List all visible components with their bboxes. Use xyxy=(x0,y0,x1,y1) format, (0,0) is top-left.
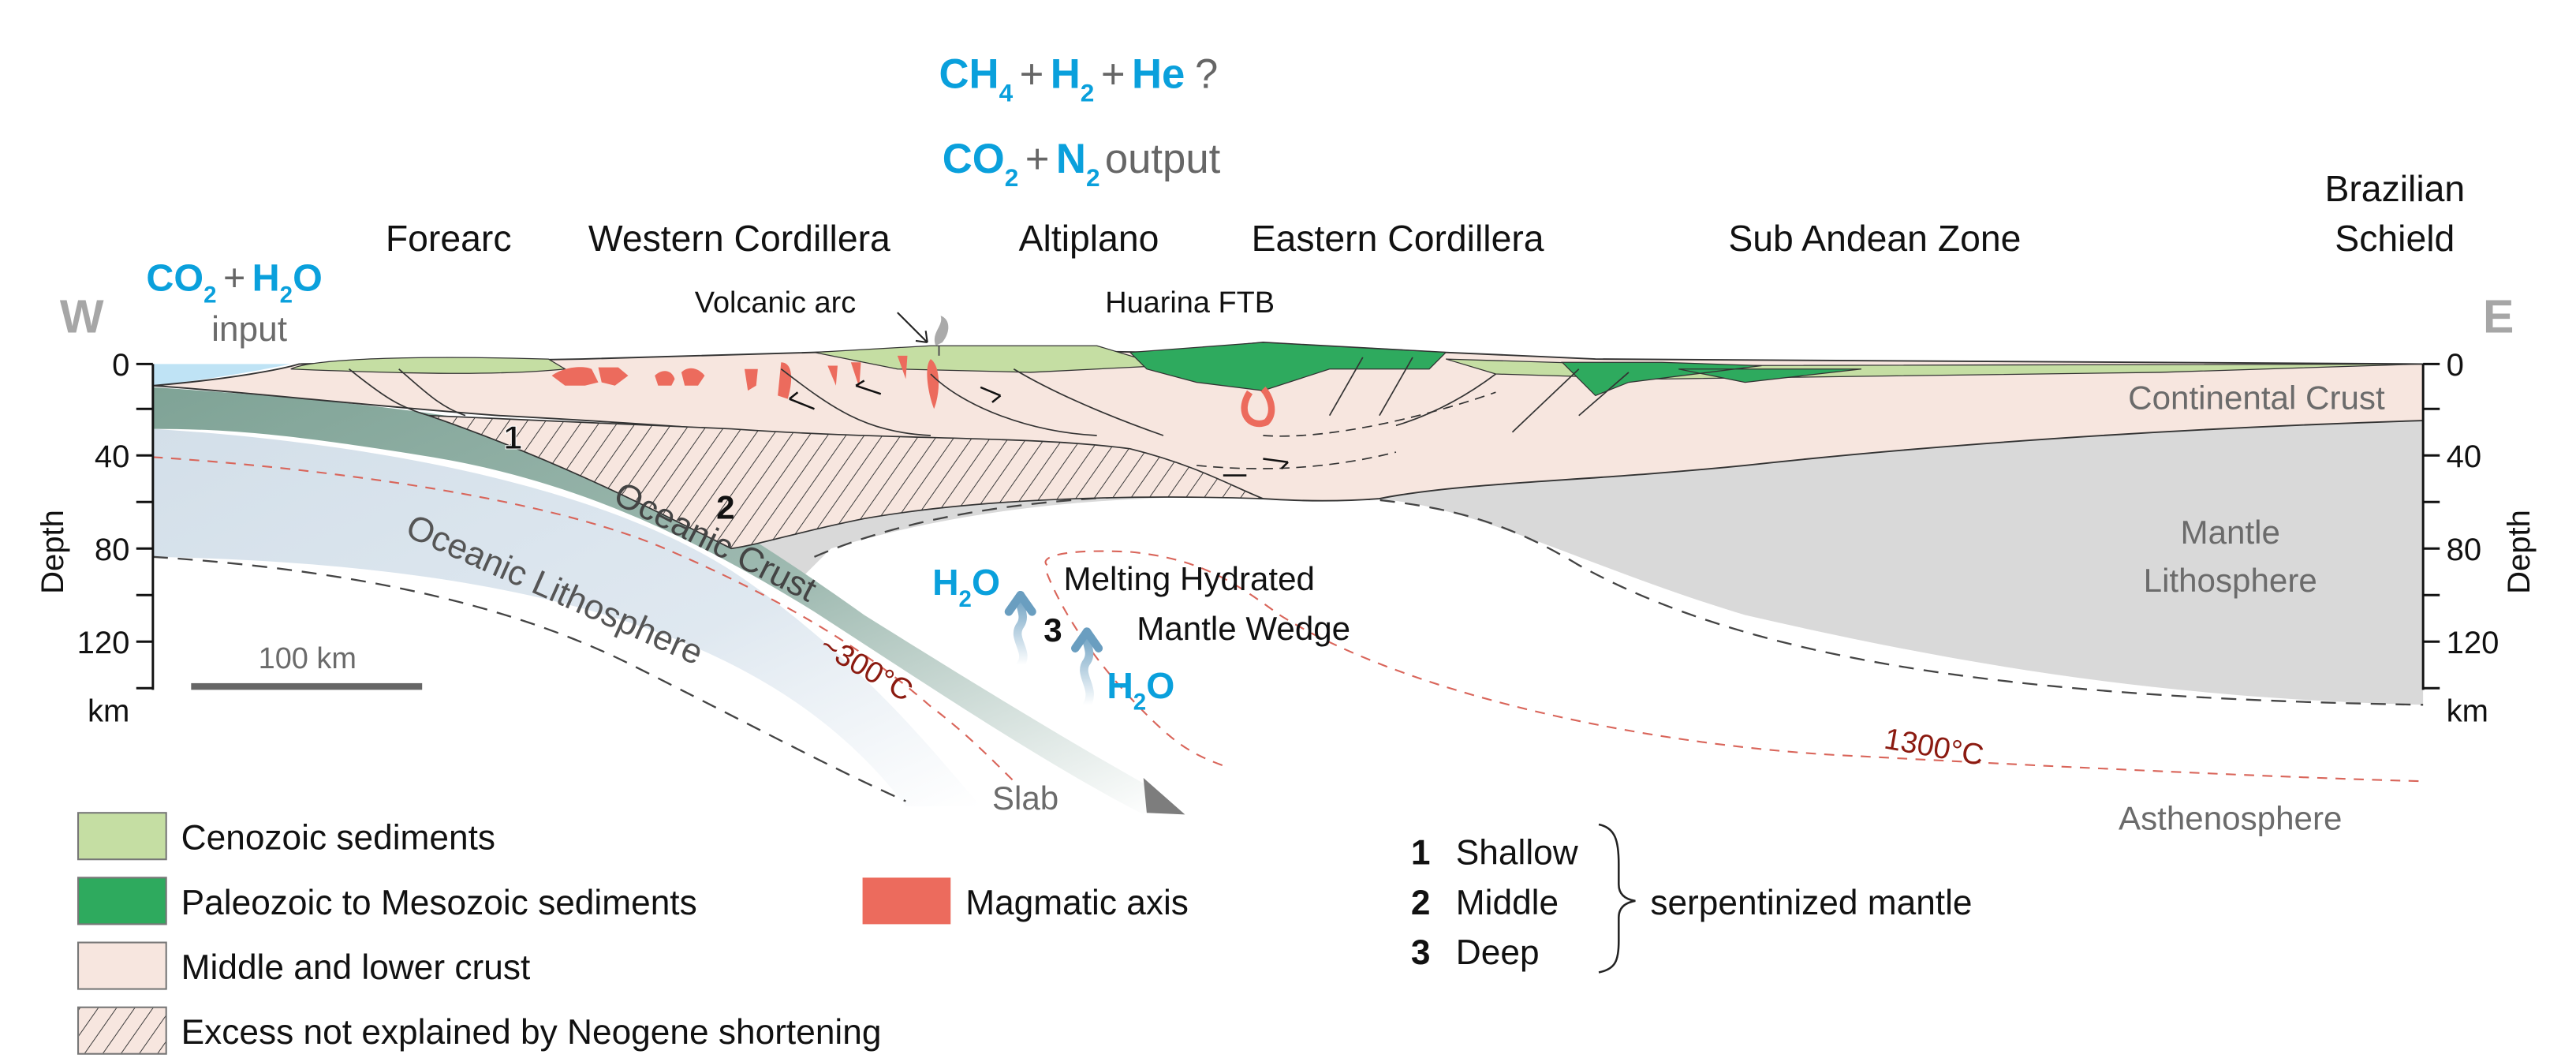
scale-bar xyxy=(191,682,423,690)
east-label: E xyxy=(2483,290,2514,342)
gas-output-unknown: CH4+H2+He? xyxy=(939,51,1219,107)
continental-crust xyxy=(152,342,2425,502)
oceanic-lithosphere-base-dashed xyxy=(152,555,906,802)
legend-swatch-magmatic xyxy=(862,877,951,925)
scale-bar-label: 100 km xyxy=(259,642,357,675)
region-sub-andean: Sub Andean Zone xyxy=(1728,218,2021,259)
serp-label-3: Deep xyxy=(1456,933,1540,972)
label-volcanic-arc: Volcanic arc xyxy=(695,286,856,320)
slab-arrow-head xyxy=(1143,777,1185,815)
left-tick-80: 80 xyxy=(95,533,130,567)
region-altiplano: Altiplano xyxy=(1019,218,1159,259)
oceanic-crust-slab xyxy=(152,387,1163,815)
label-h2o-b: H2O xyxy=(1107,665,1174,716)
legend-label-crust: Middle and lower crust xyxy=(181,948,531,987)
right-tick-120: 120 xyxy=(2447,626,2499,660)
right-tick-40: 40 xyxy=(2447,439,2482,474)
label-slab: Slab xyxy=(992,779,1058,817)
faults xyxy=(348,357,1630,469)
right-axis-label: Depth xyxy=(2502,510,2537,594)
isotherm-1300 xyxy=(1044,550,2424,783)
right-tick-0: 0 xyxy=(2447,348,2464,383)
label-melting-1: Melting Hydrated xyxy=(1064,560,1315,597)
right-depth-axis xyxy=(2421,362,2440,690)
serp-label-2: Middle xyxy=(1456,884,1559,922)
legend-label-paleozoic: Paleozoic to Mesozoic sediments xyxy=(181,884,697,922)
volcano-plume xyxy=(934,316,949,356)
region-brazilian-1: Brazilian xyxy=(2324,168,2465,209)
label-melting-2: Mantle Wedge xyxy=(1137,610,1350,647)
label-mantle-lith-2: Lithosphere xyxy=(2144,562,2317,599)
marker-2: 2 xyxy=(716,488,734,525)
label-mantle-lith-1: Mantle xyxy=(2181,514,2280,551)
left-axis-unit: km xyxy=(88,693,129,728)
volcanic-arc-pointer xyxy=(897,312,928,344)
legend-label-excess: Excess not explained by Neogene shorteni… xyxy=(181,1013,882,1052)
legend: Cenozoic sediments Paleozoic to Mesozoic… xyxy=(77,812,1189,1055)
isotherm-300 xyxy=(152,456,1015,782)
label-huarina-ftb: Huarina FTB xyxy=(1105,286,1275,320)
gas-input-sub: input xyxy=(211,310,287,349)
paleozoic-mesozoic-sediments xyxy=(1129,342,1862,397)
curly-brace xyxy=(1598,823,1636,974)
label-continental-crust: Continental Crust xyxy=(2128,379,2385,416)
h2o-rising-arrows xyxy=(1013,590,1094,709)
magmatic-hook xyxy=(1241,387,1275,428)
legend-swatch-crust xyxy=(77,941,167,990)
region-western-cordillera: Western Cordillera xyxy=(588,218,890,259)
serpentinized-legend: 1 Shallow 2 Middle 3 Deep serpentinized … xyxy=(1411,823,1973,974)
right-axis-unit: km xyxy=(2447,693,2488,728)
left-axis-label: Depth xyxy=(35,510,70,594)
serp-num-1: 1 xyxy=(1411,834,1431,873)
mantle-lithosphere xyxy=(498,382,2424,705)
legend-swatch-paleozoic xyxy=(77,877,167,925)
kinematic-arrows xyxy=(789,379,1289,477)
serp-label-1: Shallow xyxy=(1456,834,1579,873)
ocean xyxy=(152,364,291,386)
region-forearc: Forearc xyxy=(386,218,512,259)
legend-swatch-cenozoic xyxy=(77,812,167,861)
region-brazilian-2: Schield xyxy=(2335,218,2455,259)
serp-group-label: serpentinized mantle xyxy=(1650,884,1972,922)
west-label: W xyxy=(60,290,104,342)
region-eastern-cordillera: Eastern Cordillera xyxy=(1252,218,1544,259)
label-isotherm-1300: 1300°C xyxy=(1882,723,1986,772)
marker-1: 1 xyxy=(503,419,521,456)
legend-label-cenozoic: Cenozoic sediments xyxy=(181,819,495,858)
h2o-arrow-heads xyxy=(1004,590,1103,652)
label-asthenosphere: Asthenosphere xyxy=(2119,799,2342,836)
legend-swatch-excess xyxy=(77,1006,167,1055)
excess-hatched-region xyxy=(428,414,1264,550)
left-tick-0: 0 xyxy=(112,348,129,383)
oceanic-lithosphere xyxy=(152,428,981,806)
serp-num-3: 3 xyxy=(1411,933,1431,972)
gas-input: CO2+H2O xyxy=(146,257,322,308)
right-tick-80: 80 xyxy=(2447,533,2482,567)
marker-3: 3 xyxy=(1043,611,1062,649)
legend-label-magmatic: Magmatic axis xyxy=(965,884,1189,922)
left-depth-axis xyxy=(136,362,155,690)
mantle-lithosphere-base-dashed xyxy=(814,492,2424,706)
serp-num-2: 2 xyxy=(1411,884,1431,922)
left-tick-120: 120 xyxy=(77,626,130,660)
left-tick-40: 40 xyxy=(95,439,130,474)
label-h2o-a: H2O xyxy=(932,562,1000,612)
magmatic-bodies xyxy=(551,355,939,409)
